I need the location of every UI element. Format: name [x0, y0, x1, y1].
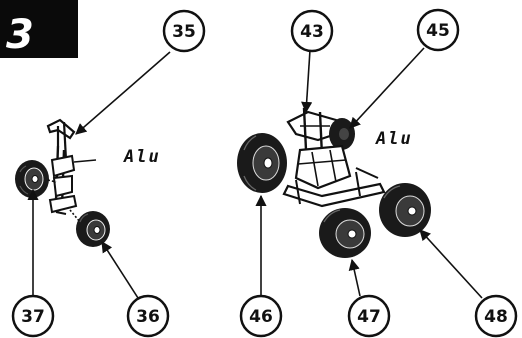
- callout-36: 36: [101, 241, 170, 338]
- step-number: 3: [6, 12, 34, 58]
- callout-48: 48: [419, 229, 518, 338]
- callout-36-label: 36: [136, 307, 160, 327]
- callout-35: 35: [75, 9, 206, 135]
- callout-46: 46: [239, 194, 283, 338]
- wheel-37: [15, 160, 49, 198]
- callout-45: 45: [349, 8, 460, 129]
- step-banner: 3: [0, 0, 78, 58]
- wheel-48: [379, 183, 431, 237]
- wheel-46: [237, 133, 287, 193]
- callout-37-label: 37: [21, 307, 45, 327]
- callout-46-label: 46: [249, 307, 273, 327]
- left-strut-assembly: [15, 118, 110, 247]
- wheel-36: [76, 211, 110, 247]
- callout-43-label: 43: [300, 22, 324, 42]
- callout-47: 47: [347, 258, 391, 338]
- callout-35-label: 35: [172, 22, 196, 42]
- material-label-left: Alu: [123, 147, 161, 167]
- wheel-47: [319, 208, 371, 258]
- callout-48-label: 48: [484, 307, 508, 327]
- callout-43: 43: [290, 9, 334, 114]
- callout-45-label: 45: [426, 21, 450, 41]
- callout-37: 37: [11, 188, 55, 338]
- material-label-right: Alu: [375, 129, 413, 149]
- callout-47-label: 47: [357, 307, 381, 327]
